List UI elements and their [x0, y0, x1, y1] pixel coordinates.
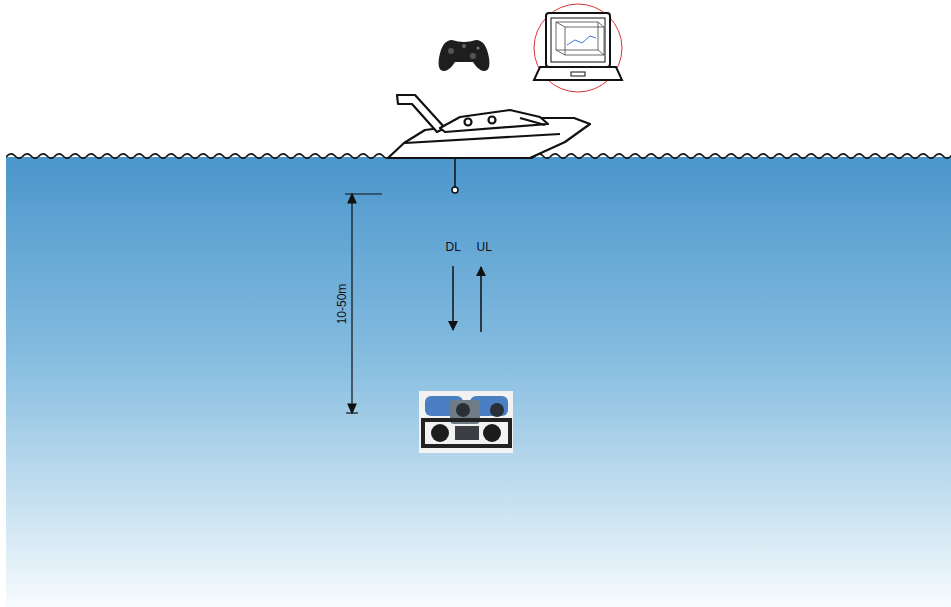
- signal-label: UL: [477, 240, 492, 254]
- transducer: [452, 187, 458, 193]
- rov-picture: [419, 391, 513, 453]
- gamepad-icon: [439, 40, 490, 71]
- dimension-label: 10-50m: [335, 284, 349, 325]
- signal-label: DL: [446, 240, 461, 254]
- uplink-arrow: [480, 267, 482, 332]
- transducer-cable: [454, 158, 456, 187]
- laptop-icon: [534, 4, 622, 92]
- depth-dimension: [345, 194, 382, 413]
- water: [6, 157, 951, 607]
- downlink-arrow: [452, 266, 454, 330]
- boat: [388, 95, 590, 158]
